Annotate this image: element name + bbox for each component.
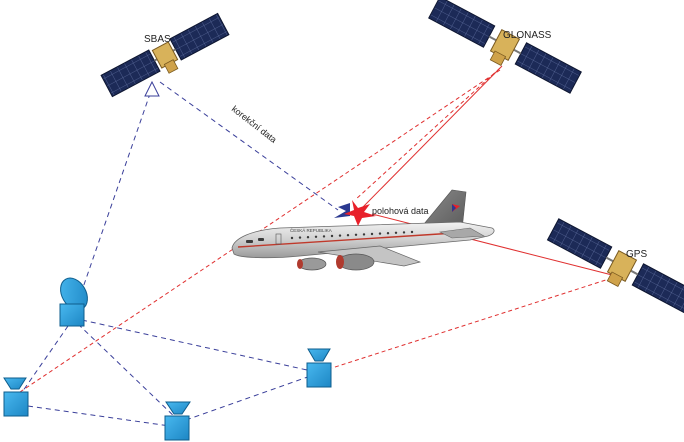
near-wing	[317, 245, 422, 267]
door	[275, 233, 282, 245]
solar-panel-right	[169, 12, 230, 61]
horizontal-stabilizer	[438, 227, 486, 239]
glonass-label: GLONASS	[503, 30, 552, 41]
engine-near	[336, 253, 375, 271]
station-box	[3, 391, 29, 417]
antenna-icon	[3, 377, 27, 390]
antenna-icon	[307, 348, 331, 362]
correction-data-label: korekční data	[230, 104, 279, 145]
ground-station-middle	[164, 401, 191, 441]
solar-panel-right	[631, 263, 684, 314]
solar-panel-left	[428, 0, 496, 48]
satellite-sbas	[100, 12, 230, 98]
link-sbas-to-airplane	[159, 81, 339, 211]
link-dish-to-sbas	[77, 87, 153, 303]
dish-base	[59, 303, 85, 327]
fuselage	[231, 221, 495, 259]
solar-panel-left	[546, 218, 613, 269]
link-glonass-to-airplane	[361, 65, 503, 209]
link-left-to-mid-station	[27, 405, 171, 427]
livery-text: ČESKÁ REPUBLIKA	[290, 227, 332, 233]
position-data-label: polohová data	[372, 206, 429, 216]
windows	[246, 230, 414, 243]
link-mid-to-right-station	[185, 373, 317, 421]
link-dish-to-station-right	[81, 319, 317, 373]
tail-roundel-icon	[452, 204, 460, 212]
satellite-glonass	[428, 0, 582, 94]
gps-label: GPS	[626, 249, 647, 260]
blue-links	[17, 81, 339, 427]
link-glonass-to-sbas-path	[354, 67, 501, 201]
solar-panel-right	[514, 42, 582, 94]
airplane: ČESKÁ REPUBLIKA	[231, 189, 495, 271]
ground-station-dish	[59, 277, 88, 327]
position-fix-star-icon	[334, 200, 376, 226]
ground-station-left	[3, 377, 29, 417]
station-box	[164, 415, 190, 441]
link-dish-to-station-left	[17, 325, 69, 399]
station-box	[306, 362, 332, 388]
fuselage-stripe	[237, 231, 471, 248]
link-gps-to-right-station	[331, 277, 613, 369]
uplink-arrowhead	[144, 80, 160, 97]
ground-station-right	[306, 348, 332, 388]
satellite-gps	[546, 218, 684, 314]
antenna-icon	[165, 401, 191, 415]
engine-far	[297, 257, 327, 271]
sbas-label: SBAS	[144, 34, 171, 45]
